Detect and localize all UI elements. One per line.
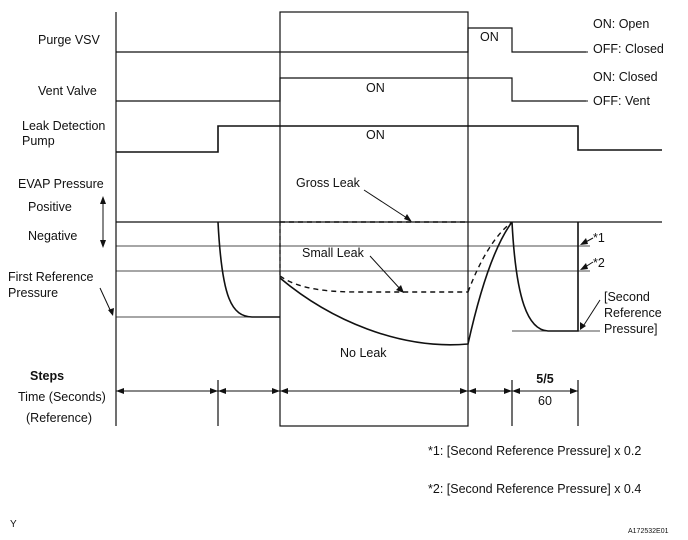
corner-mark: Y	[10, 519, 17, 530]
arrow-head	[108, 308, 114, 316]
small-leak-rise	[467, 221, 513, 293]
step-box	[279, 11, 469, 427]
reference-label: (Reference)	[26, 411, 92, 425]
second-ref-label-3: Pressure]	[604, 322, 658, 336]
second-ref-label-1: [Second	[604, 290, 650, 304]
arrow-down	[100, 240, 106, 248]
small-leak-leader	[369, 255, 403, 292]
arrow-up	[100, 196, 106, 204]
step-arrow	[272, 388, 280, 394]
footnote-1: *1: [Second Reference Pressure] x 0.2	[428, 444, 642, 458]
purge-on-label: ON	[480, 30, 499, 44]
leak-pump-label-1: Leak Detection	[22, 119, 106, 133]
vent-closed-label: ON: Closed	[593, 70, 658, 84]
vent-valve-label: Vent Valve	[38, 84, 97, 98]
arrow-head	[580, 263, 588, 270]
step-arrow	[210, 388, 218, 394]
vent-on-label: ON	[366, 81, 385, 95]
time-label: Time (Seconds)	[18, 390, 106, 404]
step-arrow	[570, 388, 578, 394]
small-leak-curve	[279, 275, 468, 293]
gross-leak-leader	[363, 189, 411, 221]
leak-pump-label-2: Pump	[22, 134, 55, 148]
no-leak-label: No Leak	[340, 346, 387, 360]
step-arrow	[468, 388, 476, 394]
arrow-head	[580, 322, 586, 330]
step-5-label: 5/5	[536, 372, 554, 386]
purge-vsv-signal	[116, 27, 586, 53]
figure-id: A172532E01	[628, 528, 669, 535]
ref1-marker: *1	[593, 231, 605, 245]
step-5-time: 60	[538, 394, 552, 408]
arrow-head	[396, 285, 404, 293]
gross-leak-label: Gross Leak	[296, 176, 360, 190]
leak-pump-signal	[116, 125, 662, 153]
evap-pressure-label: EVAP Pressure	[18, 177, 104, 191]
ref2-marker: *2	[593, 256, 605, 270]
step-arrow	[116, 388, 124, 394]
step-arrow	[280, 388, 288, 394]
second-ref-leader	[581, 299, 601, 329]
arrow-head	[404, 214, 412, 222]
steps-label: Steps	[30, 369, 65, 383]
pump-on-label: ON	[366, 128, 385, 142]
step-arrow	[512, 388, 520, 394]
step-arrow	[218, 388, 226, 394]
no-leak-curve	[279, 221, 513, 346]
first-ref-label-1: First Reference	[8, 270, 94, 284]
positive-label: Positive	[28, 200, 72, 214]
footnote-2: *2: [Second Reference Pressure] x 0.4	[428, 482, 642, 496]
arrow-head	[580, 238, 588, 245]
step-arrow	[504, 388, 512, 394]
purge-open-label: ON: Open	[593, 17, 650, 31]
step-arrow	[460, 388, 468, 394]
small-leak-label: Small Leak	[302, 246, 364, 260]
purge-vsv-label: Purge VSV	[38, 33, 100, 47]
second-ref-curve	[511, 221, 579, 332]
first-ref-label-2: Pressure	[8, 286, 59, 300]
vent-vent-label: OFF: Vent	[593, 94, 650, 108]
first-ref-curve	[217, 221, 280, 318]
second-ref-label-2: Reference	[604, 306, 662, 320]
purge-closed-label: OFF: Closed	[593, 42, 664, 56]
vent-valve-signal	[116, 77, 586, 102]
negative-label: Negative	[28, 229, 78, 243]
